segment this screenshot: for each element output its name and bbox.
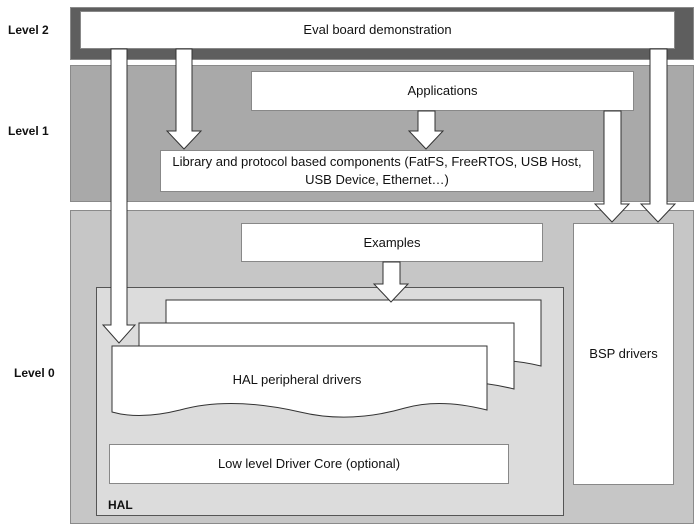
hal-label: HAL	[108, 498, 133, 512]
level-2-label: Level 2	[8, 23, 49, 37]
hal-peripheral-label: HAL peripheral drivers	[232, 372, 362, 387]
arrow-apps-to-bsp	[593, 110, 631, 223]
arrow-eval-to-hal	[101, 48, 137, 344]
hal-page-front	[111, 345, 488, 418]
arrow-eval-to-bsp	[639, 48, 677, 223]
eval-board-box: Eval board demonstration	[80, 11, 675, 49]
low-level-driver-box: Low level Driver Core (optional)	[109, 444, 509, 484]
bsp-drivers-box: BSP drivers	[573, 223, 674, 485]
applications-box: Applications	[251, 71, 634, 111]
examples-box: Examples	[241, 223, 543, 262]
arrow-examples-to-hal	[372, 261, 410, 303]
level-1-label: Level 1	[8, 124, 49, 138]
arrow-apps-to-library	[407, 110, 445, 150]
arrow-eval-to-library	[165, 48, 203, 150]
level-0-label: Level 0	[14, 366, 55, 380]
library-box: Library and protocol based components (F…	[160, 150, 594, 192]
